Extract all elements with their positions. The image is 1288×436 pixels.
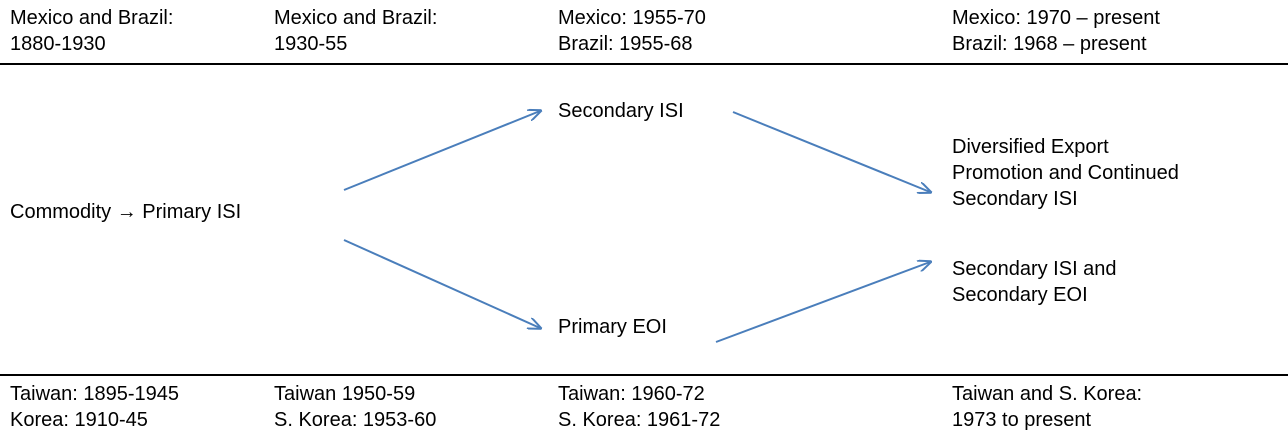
- bottom-col3-line2: S. Korea: 1961-72: [558, 409, 721, 431]
- bottom-rule: [0, 374, 1288, 376]
- top-col4: Mexico: 1970 – present Brazil: 1968 – pr…: [952, 5, 1160, 57]
- bottom-col2-line2: S. Korea: 1953-60: [274, 409, 437, 431]
- node-diversified-line2: Promotion and Continued: [952, 162, 1179, 184]
- top-col4-line1: Mexico: 1970 – present: [952, 7, 1160, 29]
- bottom-col2: Taiwan 1950-59 S. Korea: 1953-60: [274, 381, 436, 433]
- node-primary-eoi: Primary EOI: [558, 316, 667, 338]
- bottom-col3: Taiwan: 1960-72 S. Korea: 1961-72: [558, 381, 720, 433]
- top-col3-line1: Mexico: 1955-70: [558, 7, 706, 29]
- node-secondary-isi-eoi-line2: Secondary EOI: [952, 284, 1088, 306]
- arrow-to-secondary-isi: [343, 111, 540, 191]
- node-secondary-isi-eoi-line1: Secondary ISI and: [952, 258, 1117, 280]
- top-col3-line2: Brazil: 1955-68: [558, 33, 693, 55]
- bottom-col3-line1: Taiwan: 1960-72: [558, 383, 705, 405]
- bottom-col4-line2: 1973 to present: [952, 409, 1091, 431]
- node-diversified-line1: Diversified Export: [952, 136, 1109, 158]
- arrow-to-diversified: [732, 111, 930, 192]
- node-secondary-isi: Secondary ISI: [558, 100, 684, 122]
- top-col1: Mexico and Brazil: 1880-1930: [10, 5, 173, 57]
- top-col2: Mexico and Brazil: 1930-55: [274, 5, 437, 57]
- top-col2-line1: Mexico and Brazil:: [274, 7, 438, 29]
- top-col2-line2: 1930-55: [274, 33, 348, 55]
- node-diversified-line3: Secondary ISI: [952, 188, 1078, 210]
- bottom-col1-line1: Taiwan: 1895-1945: [10, 383, 180, 405]
- bottom-col2-line1: Taiwan 1950-59: [274, 383, 416, 405]
- top-col4-line2: Brazil: 1968 – present: [952, 33, 1147, 55]
- top-col1-line2: 1880-1930: [10, 33, 106, 55]
- top-col3: Mexico: 1955-70 Brazil: 1955-68: [558, 5, 706, 57]
- top-col1-line1: Mexico and Brazil:: [10, 7, 174, 29]
- node-diversified: Diversified Export Promotion and Continu…: [952, 134, 1179, 212]
- bottom-col1-line2: Korea: 1910-45: [10, 409, 148, 431]
- bottom-col4: Taiwan and S. Korea: 1973 to present: [952, 381, 1142, 433]
- node-secondary-isi-eoi: Secondary ISI and Secondary EOI: [952, 256, 1117, 308]
- arrow-to-secondary-isi-eoi: [715, 262, 930, 343]
- bottom-col1: Taiwan: 1895-1945 Korea: 1910-45: [10, 381, 179, 433]
- arrow-to-primary-eoi: [343, 239, 540, 328]
- node-commodity: Commodity → Primary ISI: [10, 201, 242, 223]
- top-rule: [0, 63, 1288, 65]
- bottom-col4-line1: Taiwan and S. Korea:: [952, 383, 1143, 405]
